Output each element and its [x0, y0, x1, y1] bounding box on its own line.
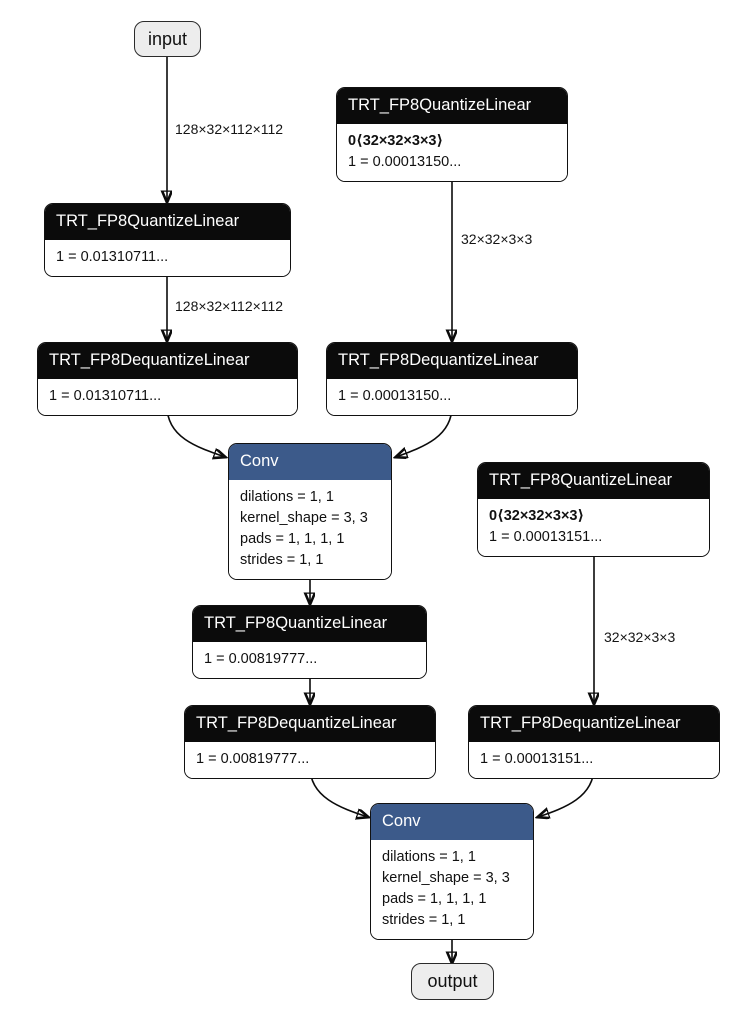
node-attr-row: pads = 1, 1, 1, 1 [240, 530, 345, 547]
node-body: 1 = 0.00819777... [185, 741, 435, 778]
node-body: 1 = 0.00013151... [469, 741, 719, 778]
node-attr-initializer: 0⟨32×32×3×3⟩ [489, 507, 585, 524]
node-body: 1 = 0.01310711... [38, 378, 297, 415]
node-attr-row: 0⟨32×32×3×3⟩ [348, 131, 556, 152]
node-quantize-linear-weights-1[interactable]: TRT_FP8QuantizeLinear 0⟨32×32×3×3⟩ 1 = 0… [336, 87, 568, 182]
edge-label-weight-shape-1: 32×32×3×3 [461, 231, 533, 247]
node-attr-row: dilations = 1, 1 [240, 488, 334, 505]
node-header: TRT_FP8DequantizeLinear [185, 706, 435, 742]
node-quantize-linear-weights-2[interactable]: TRT_FP8QuantizeLinear 0⟨32×32×3×3⟩ 1 = 0… [477, 462, 710, 557]
node-conv-1[interactable]: Conv dilations = 1, 1 kernel_shape = 3, … [228, 443, 392, 580]
edge-label-quant-shape: 128×32×112×112 [175, 298, 284, 314]
node-body: 1 = 0.00013150... [327, 378, 577, 415]
node-body: 0⟨32×32×3×3⟩ 1 = 0.00013151... [478, 498, 709, 556]
node-attr-row: dilations = 1, 1 [382, 848, 476, 865]
node-conv-2[interactable]: Conv dilations = 1, 1 kernel_shape = 3, … [370, 803, 534, 940]
node-attr-row: pads = 1, 1, 1, 1 [382, 890, 487, 907]
edge-label-weight-shape-2: 32×32×3×3 [604, 629, 676, 645]
io-node-output-label: output [427, 971, 478, 991]
node-header: TRT_FP8QuantizeLinear [193, 606, 426, 642]
node-attr-row: 1 = 0.00013150... [338, 387, 452, 404]
io-node-output[interactable]: output [411, 963, 494, 1000]
node-attr-row: 1 = 0.00013150... [348, 153, 462, 170]
node-dequantize-linear-weights-1[interactable]: TRT_FP8DequantizeLinear 1 = 0.00013150..… [326, 342, 578, 416]
node-header: TRT_FP8QuantizeLinear [478, 463, 709, 499]
node-dequantize-linear-input[interactable]: TRT_FP8DequantizeLinear 1 = 0.01310711..… [37, 342, 298, 416]
node-attr-row: kernel_shape = 3, 3 [240, 509, 368, 526]
node-dequantize-linear-conv1-output[interactable]: TRT_FP8DequantizeLinear 1 = 0.00819777..… [184, 705, 436, 779]
node-attr-row: strides = 1, 1 [382, 911, 466, 928]
io-node-input-label: input [147, 28, 188, 49]
node-body: dilations = 1, 1 kernel_shape = 3, 3 pad… [229, 479, 391, 579]
node-header: TRT_FP8DequantizeLinear [38, 343, 297, 379]
node-header: TRT_FP8QuantizeLinear [337, 88, 567, 124]
node-body: dilations = 1, 1 kernel_shape = 3, 3 pad… [371, 839, 533, 939]
node-quantize-linear-conv1-output[interactable]: TRT_FP8QuantizeLinear 1 = 0.00819777... [192, 605, 427, 679]
node-attr-row: 1 = 0.00013151... [489, 528, 603, 545]
node-attr-row: 1 = 0.00013151... [480, 750, 594, 767]
node-attr-row: kernel_shape = 3, 3 [382, 869, 510, 886]
edge-label-input-shape: 128×32×112×112 [175, 121, 284, 137]
node-attr-row: 1 = 0.01310711... [49, 387, 162, 404]
node-dequantize-linear-weights-2[interactable]: TRT_FP8DequantizeLinear 1 = 0.00013151..… [468, 705, 720, 779]
node-attr-row: 1 = 0.00819777... [196, 750, 310, 767]
node-attr-row: 0⟨32×32×3×3⟩ [489, 506, 698, 527]
node-header: TRT_FP8DequantizeLinear [327, 343, 577, 379]
node-header: Conv [371, 804, 533, 840]
node-attr-initializer: 0⟨32×32×3×3⟩ [348, 132, 444, 149]
node-body: 1 = 0.00819777... [193, 641, 426, 678]
node-attr-row: strides = 1, 1 [240, 551, 324, 568]
node-attr-row: 1 = 0.00819777... [204, 650, 318, 667]
node-body: 1 = 0.01310711... [45, 239, 290, 276]
node-attr-row: 1 = 0.01310711... [56, 248, 169, 265]
io-node-input[interactable]: input [134, 21, 201, 57]
node-header: TRT_FP8DequantizeLinear [469, 706, 719, 742]
node-quantize-linear-input[interactable]: TRT_FP8QuantizeLinear 1 = 0.01310711... [44, 203, 291, 277]
node-body: 0⟨32×32×3×3⟩ 1 = 0.00013150... [337, 123, 567, 181]
node-header: Conv [229, 444, 391, 480]
node-header: TRT_FP8QuantizeLinear [45, 204, 290, 240]
